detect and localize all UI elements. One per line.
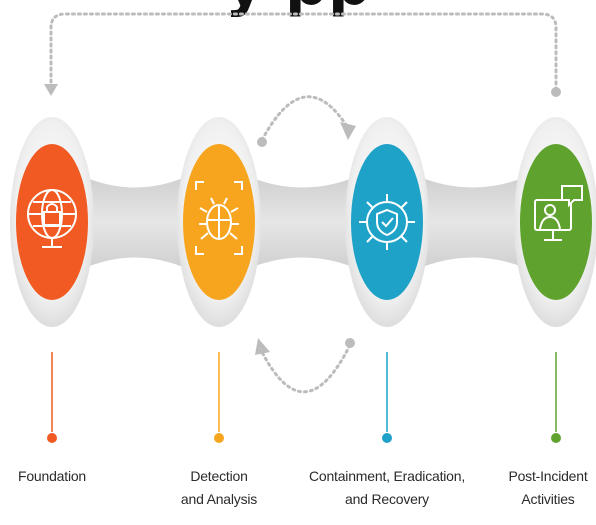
stage-post-incident	[514, 117, 596, 327]
gear-shield-icon	[359, 194, 415, 250]
label-post-incident-line-2: Activities	[521, 491, 575, 507]
globe-lock-icon	[27, 189, 77, 248]
label-post-incident-line-1: Post-Incident	[508, 468, 588, 484]
label-foundation-line-1: Foundation	[17, 468, 87, 484]
label-containment: Containment, Eradication, and Recovery	[302, 465, 472, 511]
stage-stems	[47, 352, 561, 443]
stage-post-incident-disc	[520, 144, 592, 300]
label-containment-line-2: and Recovery	[345, 491, 429, 507]
label-post-incident: Post-Incident Activities	[500, 465, 596, 511]
feedback-loop-arrow	[44, 12, 561, 97]
stage-containment	[345, 117, 429, 327]
label-detection: Detection and Analysis	[164, 465, 274, 511]
foundation-marker-dot	[47, 433, 57, 443]
detection-marker-dot	[214, 433, 224, 443]
stage-foundation	[10, 117, 94, 327]
monitor-person-icon	[534, 185, 583, 241]
label-foundation: Foundation	[2, 465, 102, 488]
iteration-arrow-bottom	[255, 338, 355, 394]
stage-containment-disc	[351, 144, 423, 300]
label-containment-line-1: Containment, Eradication,	[308, 468, 466, 484]
label-detection-line-2: and Analysis	[180, 491, 258, 507]
connector-bridges	[80, 175, 530, 270]
page-title: y pp	[0, 0, 596, 14]
iteration-arrow-top	[257, 95, 356, 147]
bug-scan-icon	[195, 181, 243, 255]
stage-detection	[177, 117, 261, 327]
containment-marker-dot	[382, 433, 392, 443]
post-incident-marker-dot	[551, 433, 561, 443]
label-detection-line-1: Detection	[190, 468, 248, 484]
